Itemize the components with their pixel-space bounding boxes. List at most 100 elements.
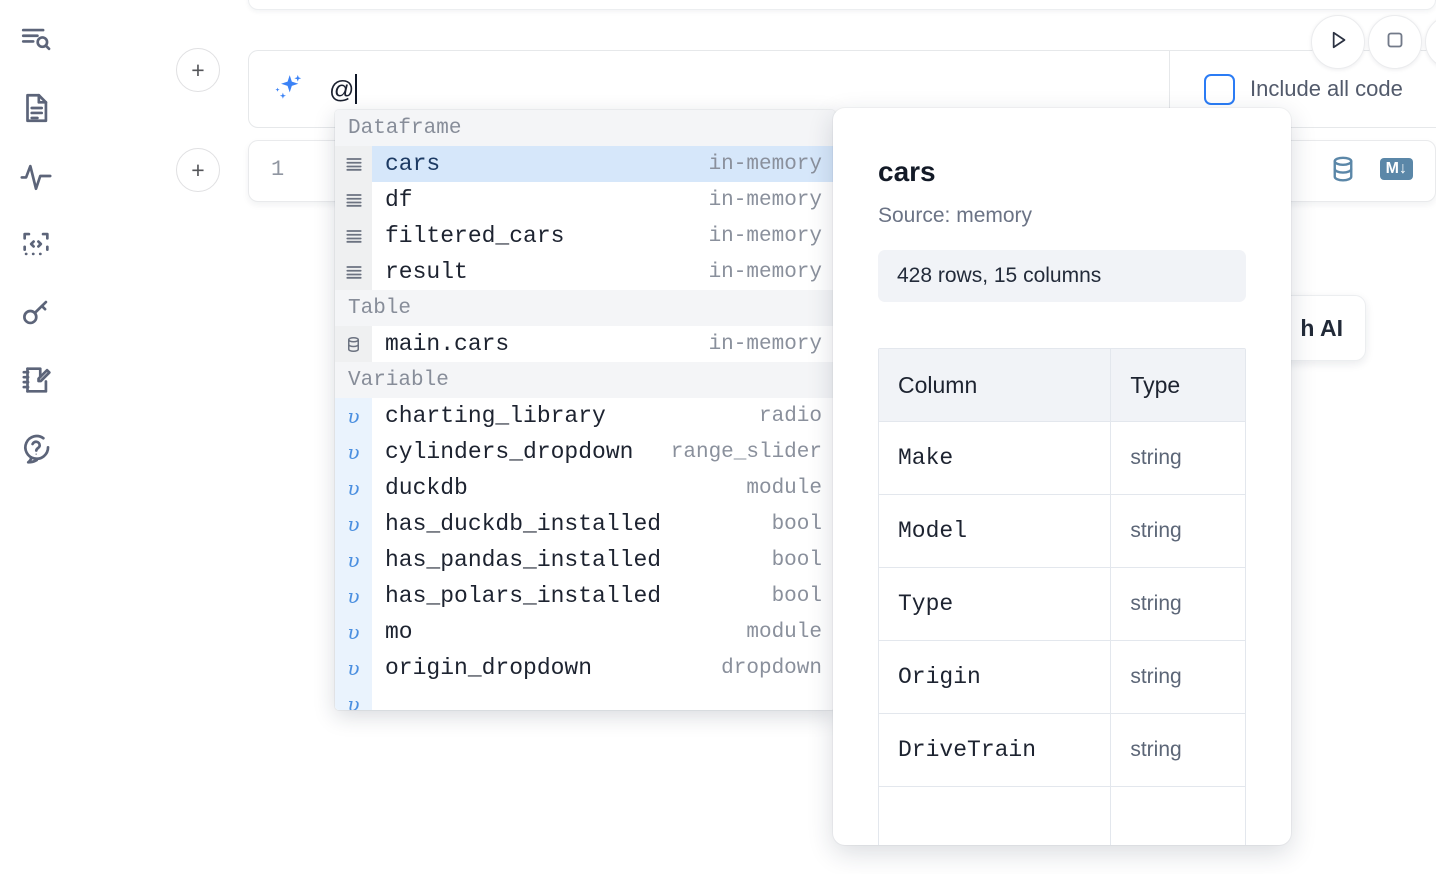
document-icon (19, 91, 53, 125)
doc-source: Source: memory (878, 204, 1033, 227)
table-header-row: Column Type (879, 349, 1245, 422)
sidebar-item-secrets[interactable] (14, 290, 58, 334)
table-cell: Type (879, 568, 1112, 640)
autocomplete-item[interactable]: result in-memory (335, 254, 835, 290)
autocomplete-item-type: in-memory (708, 224, 822, 248)
autocomplete-item[interactable]: cars in-memory (335, 146, 835, 182)
autocomplete-item-label: charting_library (385, 403, 606, 429)
table-header-cell: Type (1130, 371, 1181, 398)
variable-icon: υ (335, 506, 372, 542)
autocomplete-item[interactable]: υ (335, 686, 835, 710)
autocomplete-item-type: bool (771, 548, 822, 572)
sidebar-item-scratchpad[interactable] (14, 358, 58, 402)
sidebar-item-activity[interactable] (14, 154, 58, 198)
dataframe-icon (335, 182, 372, 218)
doc-shape-badge: 428 rows, 15 columns (878, 250, 1246, 302)
autocomplete-group-header: Table (335, 290, 835, 326)
autocomplete-item-label: result (385, 259, 468, 285)
stop-square-icon (1382, 27, 1408, 58)
add-cell-button-bottom[interactable]: + (176, 148, 220, 192)
plus-icon: + (191, 56, 205, 83)
variable-icon: υ (335, 650, 372, 686)
generate-with-ai-label: h AI (1300, 314, 1343, 341)
table-cell: string (1130, 738, 1182, 761)
autocomplete-item-label: cars (385, 151, 441, 177)
key-icon (19, 295, 53, 329)
autocomplete-item-label: has_duckdb_installed (385, 511, 662, 537)
autocomplete-item[interactable]: filtered_cars in-memory (335, 218, 835, 254)
include-all-code-checkbox[interactable] (1204, 73, 1235, 105)
markdown-badge[interactable]: M↓ (1379, 158, 1413, 180)
autocomplete-item-type: in-memory (708, 260, 822, 284)
table-cell: Model (879, 495, 1112, 567)
dataframe-icon (335, 254, 372, 290)
autocomplete-item-label: cylinders_dropdown (385, 439, 634, 465)
variable-icon: υ (335, 578, 372, 614)
help-chat-icon (19, 431, 53, 465)
autocomplete-item[interactable]: υ cylinders_dropdown range_slider (335, 434, 835, 470)
autocomplete-item-label: has_polars_installed (385, 583, 662, 609)
sidebar-item-snippets[interactable] (14, 222, 58, 266)
sidebar-item-document[interactable] (14, 86, 58, 130)
sidebar-item-help[interactable] (14, 426, 58, 470)
documentation-popover: cars Source: memory 428 rows, 15 columns… (833, 108, 1291, 845)
autocomplete-item-type: in-memory (708, 152, 822, 176)
ai-sparkle-icon (271, 72, 305, 106)
variable-icon: υ (335, 542, 372, 578)
add-cell-button-top[interactable]: + (176, 48, 220, 92)
dataframe-icon (335, 218, 372, 254)
autocomplete-item-type: range_slider (670, 440, 822, 464)
doc-title: cars (878, 156, 936, 187)
run-button[interactable] (1311, 15, 1365, 69)
autocomplete-item[interactable]: df in-memory (335, 182, 835, 218)
autocomplete-item-label: main.cars (385, 331, 510, 357)
table-cell: Origin (879, 641, 1112, 713)
ai-prompt-input[interactable]: @ (329, 51, 1169, 127)
autocomplete-item-type: bool (771, 584, 822, 608)
autocomplete-item-type: radio (758, 404, 822, 428)
autocomplete-item-type: dropdown (721, 656, 822, 680)
table-cell (1111, 787, 1245, 845)
table-row: Model string (879, 495, 1245, 568)
variable-icon: υ (335, 434, 372, 470)
autocomplete-item-label: mo (385, 619, 413, 645)
dataframe-icon (335, 146, 372, 182)
autocomplete-group-header: Variable (335, 362, 835, 398)
table-header-cell: Column (879, 349, 1112, 421)
line-number: 1 (271, 157, 285, 182)
table-cell: string (1130, 519, 1182, 542)
autocomplete-item[interactable]: υ has_duckdb_installed bool (335, 506, 835, 542)
autocomplete-item[interactable]: υ has_polars_installed bool (335, 578, 835, 614)
variable-icon: υ (335, 686, 372, 710)
autocomplete-item-label: df (385, 187, 413, 213)
activity-icon (19, 159, 53, 193)
autocomplete-item-type: module (746, 620, 822, 644)
autocomplete-group-header: Dataframe (335, 110, 835, 146)
table-cell (879, 787, 1112, 845)
database-icon[interactable] (1328, 154, 1358, 184)
table-cell: Make (879, 422, 1112, 494)
sidebar-item-file-explorer[interactable] (14, 18, 58, 62)
autocomplete-item-label: duckdb (385, 475, 468, 501)
text-caret (355, 73, 358, 104)
table-cell: string (1130, 592, 1182, 615)
autocomplete-item-type: in-memory (708, 188, 822, 212)
table-row (879, 787, 1245, 845)
activity-sidebar (0, 0, 72, 874)
autocomplete-item-label: filtered_cars (385, 223, 565, 249)
autocomplete-item-type: bool (771, 512, 822, 536)
code-snippet-icon (19, 227, 53, 261)
variable-icon: υ (335, 470, 372, 506)
table-cell: string (1130, 446, 1182, 469)
autocomplete-item-label: has_pandas_installed (385, 547, 662, 573)
stop-button[interactable] (1368, 15, 1422, 69)
autocomplete-item[interactable]: υ has_pandas_installed bool (335, 542, 835, 578)
